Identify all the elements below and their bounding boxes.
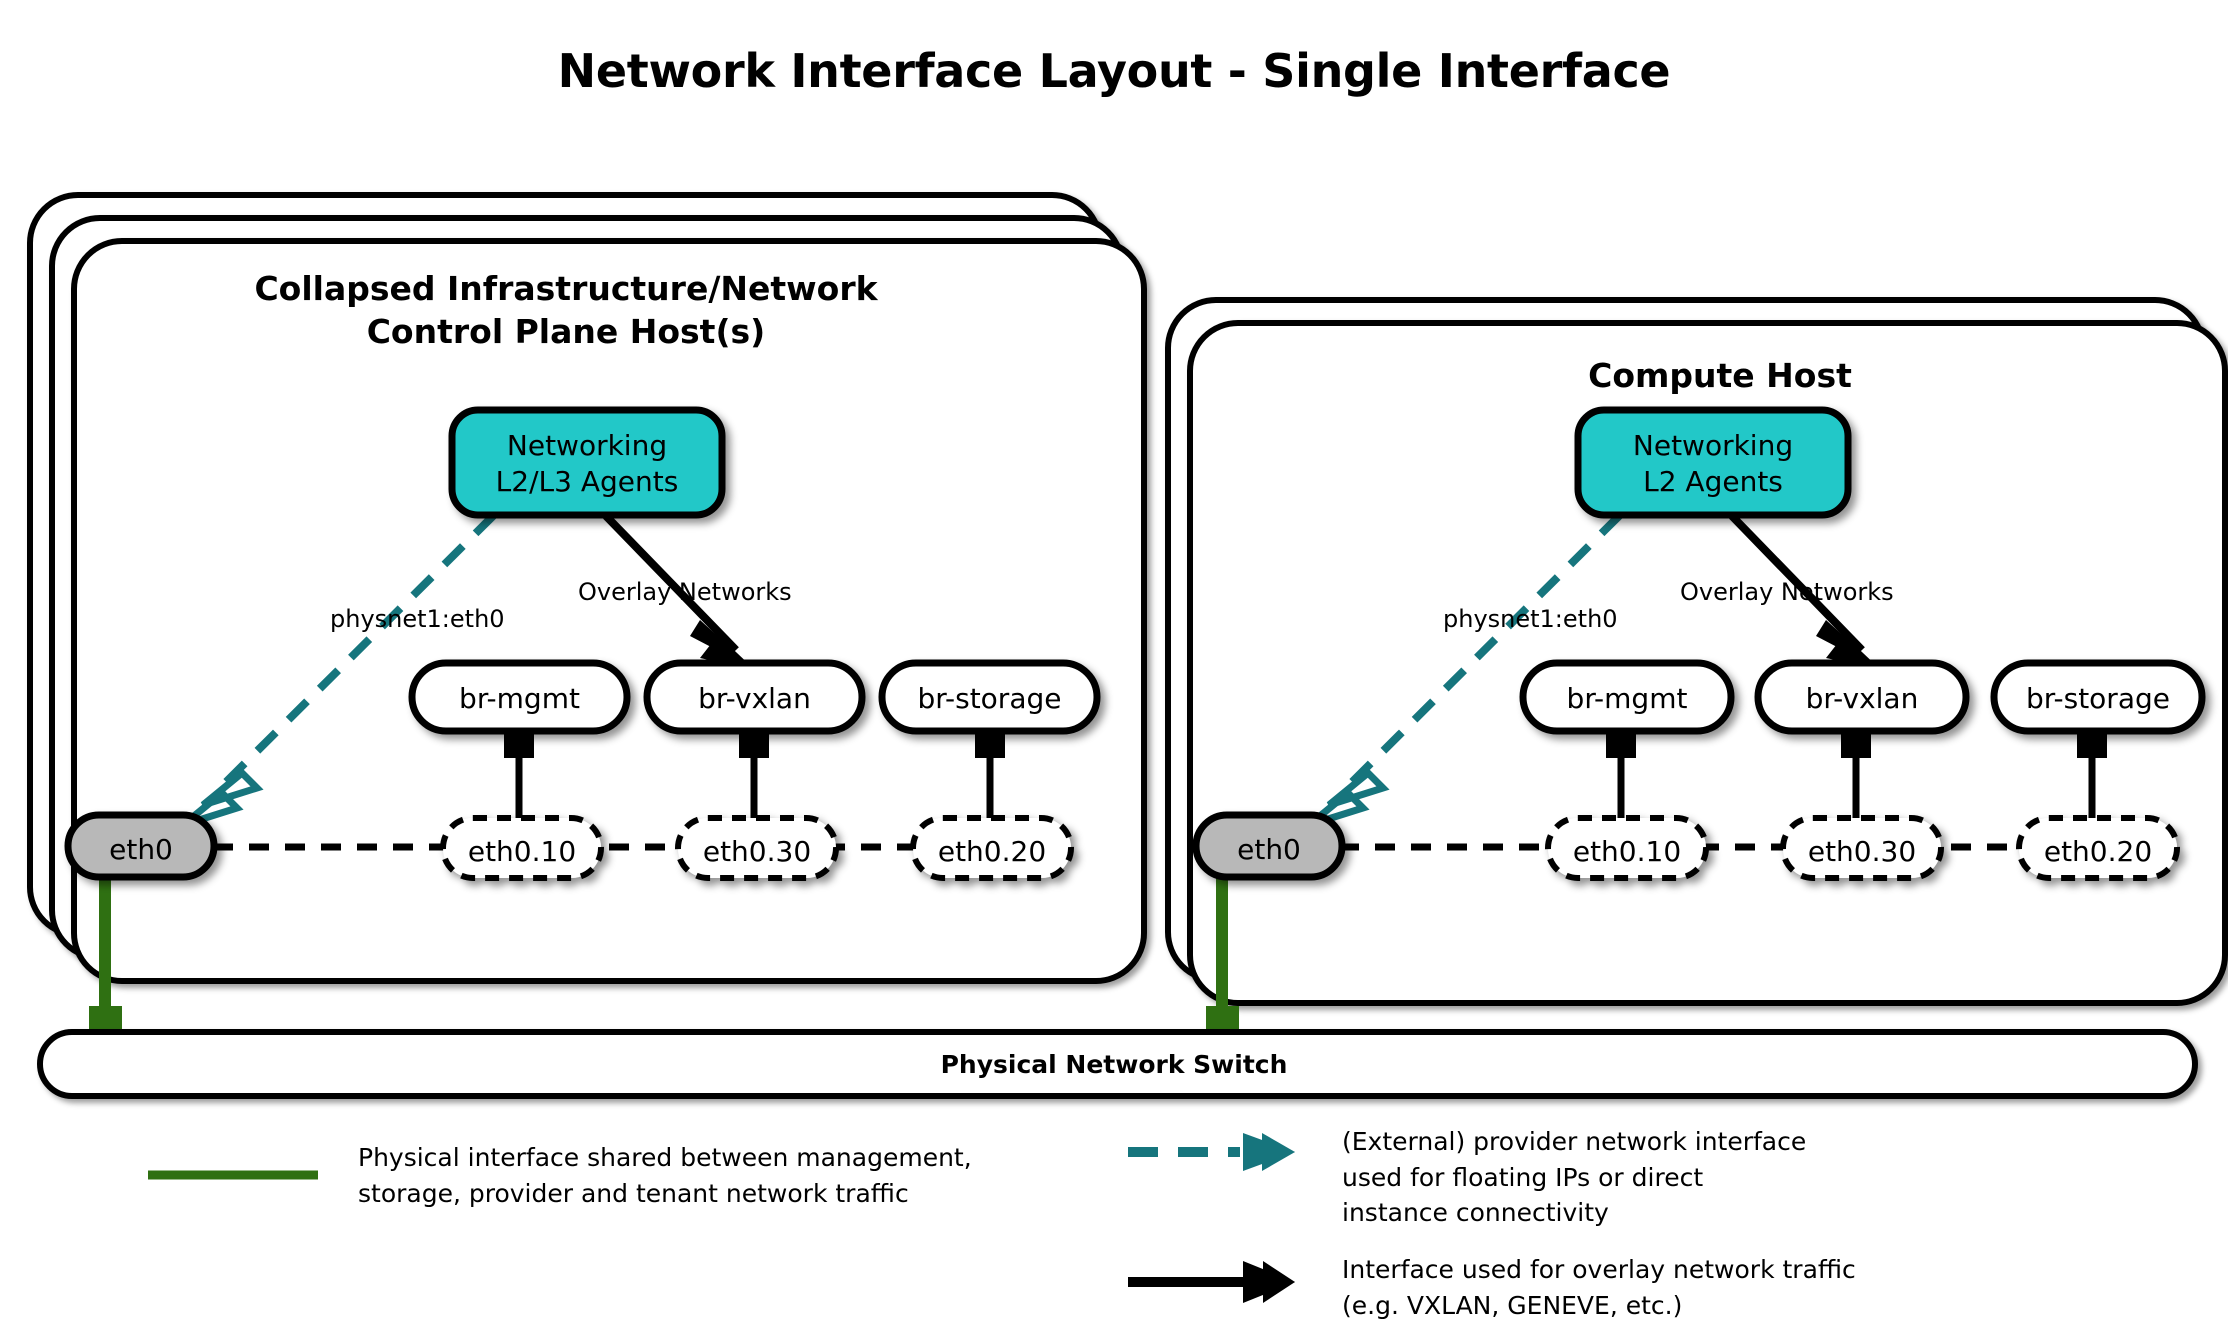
vlan-eth0-10-label: eth0.10: [467, 835, 577, 868]
bridge-nodes-left: [408, 659, 1101, 735]
vlan-eth0-10[interactable]: [440, 815, 604, 881]
bridge-br-storage[interactable]: [878, 659, 1101, 735]
vlan-eth0-10-compute-label: eth0.10: [1572, 835, 1682, 868]
provider-label-left: physnet1:eth0: [330, 605, 505, 633]
vlan-eth0-30-compute-label: eth0.30: [1807, 835, 1917, 868]
agents-box-right-label: Networking L2 Agents: [1578, 428, 1848, 500]
physical-network-switch-label: Physical Network Switch: [940, 1050, 1288, 1079]
physical-network-switch[interactable]: [37, 1029, 2198, 1099]
bridge-br-mgmt[interactable]: [408, 659, 631, 735]
bridge-nodes-right: [1519, 659, 2206, 735]
vlan-eth0-20[interactable]: [910, 815, 1074, 881]
legend-glyph-provider-network: [1128, 1133, 1295, 1171]
host-title-line1: Collapsed Infrastructure/Network: [254, 269, 878, 308]
host-title-line2: Control Plane Host(s): [366, 311, 766, 351]
nic-eth0-left-label: eth0: [109, 833, 173, 866]
compute-title-line1: Compute Host: [1588, 356, 1852, 395]
host-stack-layer-1: [71, 238, 1147, 984]
nic-eth0-right[interactable]: [1192, 811, 1346, 881]
legend-glyph-overlay-network: [1128, 1261, 1295, 1303]
vlan-eth0-20-compute[interactable]: [2016, 815, 2180, 881]
agents-right-label-line1: Networking: [1632, 429, 1794, 462]
provider-label-right: physnet1:eth0: [1443, 605, 1618, 633]
control-plane-host-panel: [27, 192, 1147, 984]
nic-eth0-right-label: eth0: [1237, 833, 1301, 866]
provider-network-arrow-left: [180, 512, 497, 829]
agents-right-label-line2: L2 Agents: [1643, 464, 1783, 498]
vlan-eth0-20-label: eth0.20: [937, 835, 1047, 868]
agents-label-line1: Networking: [506, 429, 668, 462]
vlan-eth0-30[interactable]: [675, 815, 839, 881]
vlan-eth0-30-compute[interactable]: [1780, 815, 1944, 881]
bridge-br-vxlan-compute-label: br-vxlan: [1805, 682, 1919, 715]
agents-box-left-label: Networking L2/L3 Agents: [452, 428, 722, 500]
vlan-nodes-left: [440, 815, 1074, 881]
vlan-nodes-right: [1545, 815, 2180, 881]
bridge-br-storage-label: br-storage: [917, 682, 1062, 715]
bridge-br-storage-compute[interactable]: [1990, 659, 2206, 735]
bridge-br-vxlan-label: br-vxlan: [698, 682, 811, 715]
agents-box-right[interactable]: [1574, 406, 1852, 519]
bridge-br-mgmt-label: br-mgmt: [459, 682, 580, 715]
legend-text-overlay-network: Interface used for overlay network traff…: [1342, 1255, 1856, 1320]
legend-text-provider-network: (External) provider network interface us…: [1342, 1127, 1807, 1227]
compute-host-title: Compute Host: [1400, 355, 2040, 398]
bridge-br-mgmt-compute[interactable]: [1519, 659, 1735, 735]
agents-label-line2: L2/L3 Agents: [495, 464, 679, 498]
vlan-eth0-10-compute[interactable]: [1545, 815, 1709, 881]
bridge-br-mgmt-compute-label: br-mgmt: [1566, 682, 1688, 715]
legend-text-physical-interface: Physical interface shared between manage…: [358, 1143, 972, 1208]
agents-box-left[interactable]: [448, 406, 726, 519]
bridge-br-storage-compute-label: br-storage: [2026, 682, 2170, 715]
vlan-eth0-20-compute-label: eth0.20: [2043, 835, 2153, 868]
overlay-label-right: Overlay Networks: [1680, 578, 1894, 606]
nic-eth0-left[interactable]: [64, 811, 218, 881]
page-title: Network Interface Layout - Single Interf…: [557, 44, 1671, 98]
bridge-br-vxlan-compute[interactable]: [1754, 659, 1970, 735]
compute-host-panel: [1165, 297, 2228, 1006]
bridge-br-vxlan[interactable]: [643, 659, 866, 735]
control-plane-host-title: Collapsed Infrastructure/Network Control…: [246, 268, 886, 354]
overlay-label-left: Overlay Networks: [578, 578, 792, 606]
vlan-eth0-30-label: eth0.30: [702, 835, 812, 868]
provider-network-arrow-right: [1306, 512, 1623, 829]
